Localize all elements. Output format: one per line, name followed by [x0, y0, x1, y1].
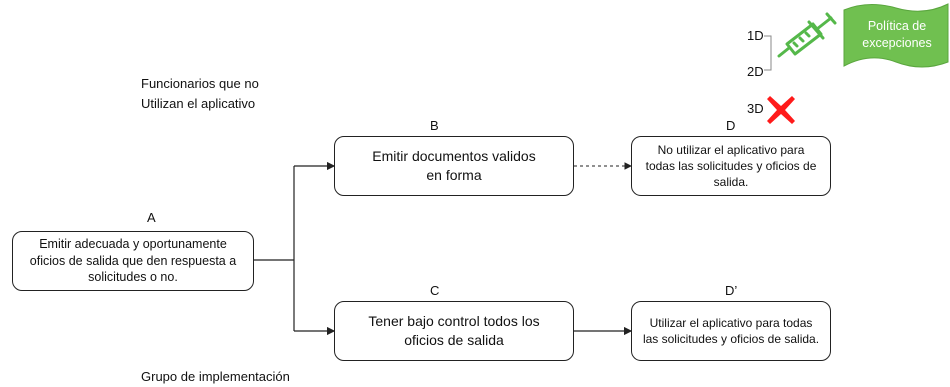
- node-b-box[interactable]: Emitir documentos validos en forma: [334, 136, 574, 196]
- policy-banner-text: Política de excepciones: [848, 18, 946, 52]
- node-d-label: D: [726, 118, 736, 133]
- node-b-text: Emitir documentos validos en forma: [372, 148, 536, 183]
- node-a-label: A: [147, 210, 156, 225]
- node-d2-box[interactable]: Utilizar el aplicativo para todas las so…: [631, 301, 831, 361]
- node-a-text: Emitir adecuada y oportunamente oficios …: [29, 236, 237, 285]
- node-d2-label: D’: [725, 283, 738, 298]
- node-d-box[interactable]: No utilizar el aplicativo para todas las…: [631, 136, 831, 196]
- policy-line1: Política de: [867, 19, 927, 33]
- group-top-label: Funcionarios que no Utilizan el aplicati…: [141, 74, 259, 114]
- node-d2-text: Utilizar el aplicativo para todas las so…: [642, 315, 820, 346]
- policy-line2: excepciones: [862, 35, 932, 50]
- node-c-text: Tener bajo control todos los oficios de …: [368, 313, 540, 348]
- node-c-label: C: [430, 283, 440, 298]
- group-top-line2: Utilizan el aplicativo: [141, 96, 256, 112]
- label-3d: 3D: [747, 101, 764, 116]
- cross-icon: [767, 96, 795, 124]
- label-1d: 1D: [747, 28, 764, 43]
- node-c-box[interactable]: Tener bajo control todos los oficios de …: [334, 301, 574, 361]
- bracket-1d-2d: [764, 35, 772, 71]
- node-b-label: B: [430, 118, 439, 133]
- label-2d: 2D: [747, 64, 764, 79]
- group-top-line1: Funcionarios que no: [141, 76, 259, 91]
- node-a-box[interactable]: Emitir adecuada y oportunamente oficios …: [12, 231, 254, 291]
- syringe-icon: [777, 12, 837, 58]
- node-d-text: No utilizar el aplicativo para todas las…: [645, 142, 817, 190]
- group-bottom-label: Grupo de implementación: [141, 369, 290, 384]
- policy-banner: [843, 3, 949, 68]
